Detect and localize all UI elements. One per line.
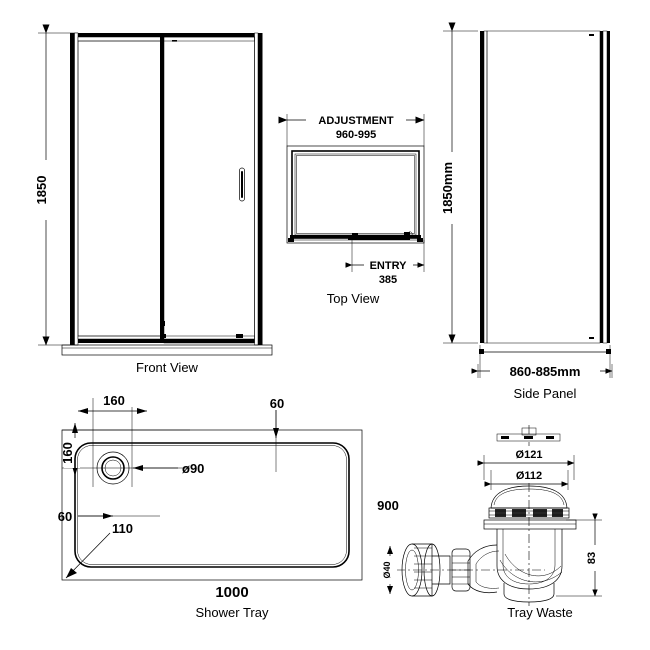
waste-height-dimension [556,513,603,597]
top-view-label: Top View [327,291,380,306]
tray-waste-group: Ø121 Ø112 [382,425,603,620]
side-panel-group: 1850mm [440,22,613,401]
top-adjustment-label: ADJUSTMENT [318,115,393,127]
side-height-dimension [440,22,478,344]
door-handle [239,167,245,202]
top-view-body [286,145,425,244]
tray-waste-diameter-leader [133,465,178,471]
shower-tray-group: 160 160 60 60 [52,392,399,620]
waste-pipe-diameter-dimension [383,546,397,594]
waste-height-text: 83 [586,552,598,564]
top-entry-dimension [345,240,425,272]
side-panel-label: Side Panel [514,386,577,401]
side-width-dimension [471,345,613,378]
waste-cap-diameter-dimension [484,467,569,490]
shower-tray-label: Shower Tray [196,605,269,620]
tray-top-offset-text: 60 [270,396,284,411]
tray-corner-radius-leader [65,532,111,579]
tray-waste-hole [96,451,130,485]
side-panel-body [480,30,610,344]
top-view-group: ADJUSTMENT 960-995 [278,110,425,306]
waste-pipe-diameter-text: Ø40 [382,561,392,578]
top-adjustment-dimension [278,110,425,146]
side-width-dimension-text: 860-885mm [510,364,581,379]
front-height-dimension [34,24,78,346]
tray-width-text: 1000 [215,584,248,601]
tray-top-offset-dimension [263,395,291,438]
top-adjustment-value: 960-995 [336,129,376,141]
tray-waste-y-text: 160 [60,442,75,464]
tray-depth-text: 900 [377,498,399,513]
tray-waste-x-text: 160 [103,393,125,408]
waste-cap-diameter-text: Ø112 [516,470,542,482]
front-enclosure-frame [61,32,273,356]
front-height-dimension-text: 1850 [34,176,49,205]
tray-left-offset-dimension [52,508,113,524]
waste-outer-diameter-dimension [477,446,575,480]
waste-grate-bar [496,425,561,450]
tray-corner-radius-text: 110 [112,521,133,536]
top-entry-label: ENTRY [370,260,408,272]
top-entry-value: 385 [379,274,397,286]
front-view-group: 1850 Front View [34,24,273,375]
front-view-label: Front View [136,360,199,375]
waste-body [396,483,577,606]
tray-outline [61,429,363,581]
tray-waste-diameter-text: ø90 [182,461,204,476]
tray-waste-label: Tray Waste [507,605,573,620]
waste-outer-diameter-text: Ø121 [516,449,543,461]
tray-left-offset-text: 60 [58,509,72,524]
tray-waste-x-dimension [78,392,147,414]
side-height-dimension-text: 1850mm [440,162,455,214]
tray-construction-lines [62,398,277,517]
